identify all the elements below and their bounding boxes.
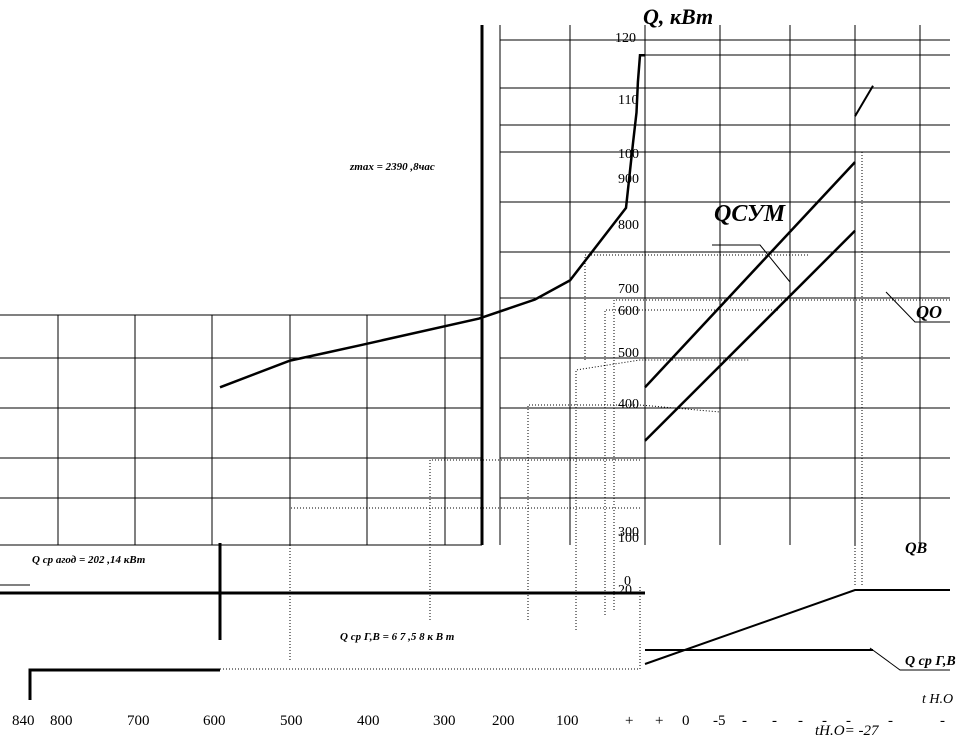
x-tick-label-temperature: - [888, 713, 893, 729]
x-tick-label-temperature: -5 [713, 713, 726, 729]
x-tick-label-hours: 700 [127, 713, 150, 729]
x-tick-label-hours: 200 [492, 713, 515, 729]
design-temperature-label: tН.О= -27 [815, 723, 880, 739]
y-tick-label: 0 [624, 574, 631, 589]
projection-line [429, 459, 640, 620]
x-tick-label-temperature: - [940, 713, 945, 729]
series-load-duration-curve [219, 54, 645, 389]
series-q-v [644, 589, 873, 665]
projection-line [575, 359, 750, 630]
y-tick-label: 120 [615, 31, 636, 46]
qo-leader [885, 291, 950, 323]
x-tick-label-hours: 100 [556, 713, 579, 729]
x-tick-label-temperature: 0 [682, 713, 690, 729]
qgv-leader [869, 647, 950, 671]
grid [0, 25, 950, 546]
y-tick-label: 700 [618, 282, 639, 297]
x-tick-label-temperature: - [742, 713, 747, 729]
series-label-qo: QО [916, 302, 942, 322]
y-tick-label: 900 [618, 172, 639, 187]
y-tick-label: 300 [618, 525, 639, 540]
axes [0, 25, 950, 700]
q-annual-annotation: Q ср агод = 202 ,14 кВт [32, 554, 146, 566]
y-ticks: 120 110 100 900 800 700 600 500 400 300 20 100 0 [615, 31, 639, 598]
x-tick-label-hours: 600 [203, 713, 226, 729]
series-group [219, 54, 874, 665]
x-tick-label-temperature: - [822, 713, 827, 729]
y-tick-label: 110 [618, 93, 638, 108]
x-tick-label-temperature: - [846, 713, 851, 729]
x-tick-label-hours: 400 [357, 713, 380, 729]
y-tick-label: 100 [618, 147, 639, 162]
y-axis-title: Q, кВт [643, 4, 713, 29]
y-tick-label: 400 [618, 397, 639, 412]
y-tick-label: 800 [618, 218, 639, 233]
x-tick-label-hours: 800 [50, 713, 73, 729]
x-tick-label-temperature: - [772, 713, 777, 729]
y-tick-label: 100 [618, 531, 639, 546]
y-tick-label: 500 [618, 346, 639, 361]
z-max-annotation: zmax = 2390 ,8час [349, 161, 435, 173]
projection-line [527, 404, 721, 620]
projection-line [584, 254, 810, 360]
y-tick-label: 600 [618, 304, 639, 319]
projection-lines [220, 150, 950, 670]
series-q-o [644, 229, 856, 442]
annual-step-line [28, 668, 220, 700]
y-tick-label: 20 [618, 583, 632, 598]
x-tick-label-hours: 300 [433, 713, 456, 729]
x-tick-label-temperature: + [655, 713, 663, 729]
series-label-qv: QВ [905, 540, 928, 557]
label-leaders [712, 244, 950, 671]
x-axis-title: t Н.О [922, 692, 953, 707]
series-label-qsum: QСУМ [714, 201, 787, 227]
x-tick-label-temperature: - [798, 713, 803, 729]
projection-line [220, 585, 641, 670]
projection-line [613, 299, 950, 610]
x-tick-label-temperature: + [625, 713, 633, 729]
q-gv-annotation: Q ср Г,В = 6 7 ,5 8 к В т [340, 631, 455, 643]
x-tick-label-hours: 840 [12, 713, 35, 729]
series-label-qgv: Q ср Г,В [905, 654, 956, 669]
x-tick-label-hours: 500 [280, 713, 303, 729]
series-q-sum [644, 161, 856, 389]
qsum-leader [712, 244, 791, 283]
series-q-extra-segment [854, 85, 874, 117]
